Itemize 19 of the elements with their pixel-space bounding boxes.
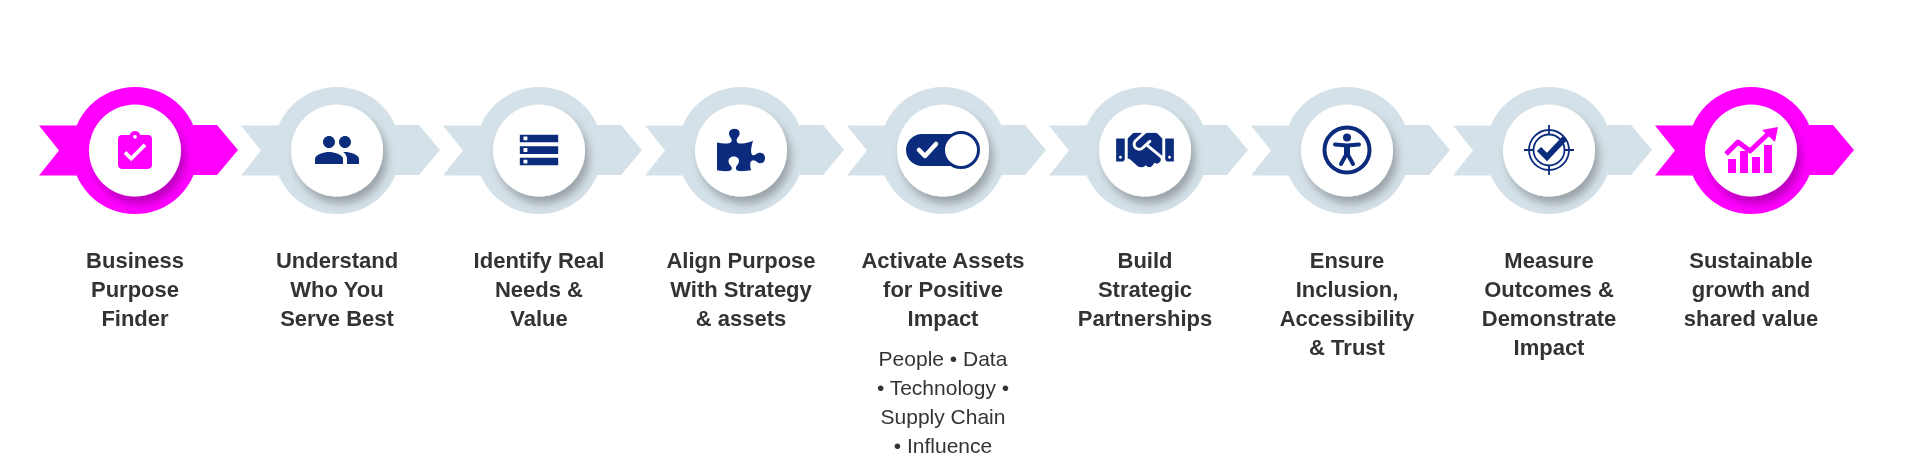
step-title: Build Strategic Partnerships [1076, 246, 1214, 333]
chevron-arrow [1405, 125, 1450, 175]
chevron-arrow [799, 125, 844, 175]
step-title: Sustainable growth and shared value [1682, 246, 1820, 333]
step-title: Measure Outcomes & Demonstrate Impact [1480, 246, 1618, 362]
chevron-arrow [1001, 125, 1046, 175]
chevron-arrow [597, 125, 642, 175]
chevron-arrow [395, 125, 440, 175]
chevron-arrow [1203, 125, 1248, 175]
step-title: Identify Real Needs & Value [472, 246, 606, 333]
chevron-arrow [1607, 125, 1652, 175]
step-title: Understand Who You Serve Best [274, 246, 400, 333]
chevron-arrow [193, 125, 238, 175]
step-title: Ensure Inclusion, Accessibility & Trust [1278, 246, 1416, 362]
step-title: Activate Assets for Positive Impact [860, 246, 1026, 333]
chevron-arrow [1809, 125, 1854, 175]
step-detail: People • Data • Technology • Supply Chain • Influence [875, 345, 1011, 459]
step-title: Business Purpose Finder [85, 246, 185, 333]
step-title: Align Purpose With Strategy & assets [665, 246, 817, 333]
